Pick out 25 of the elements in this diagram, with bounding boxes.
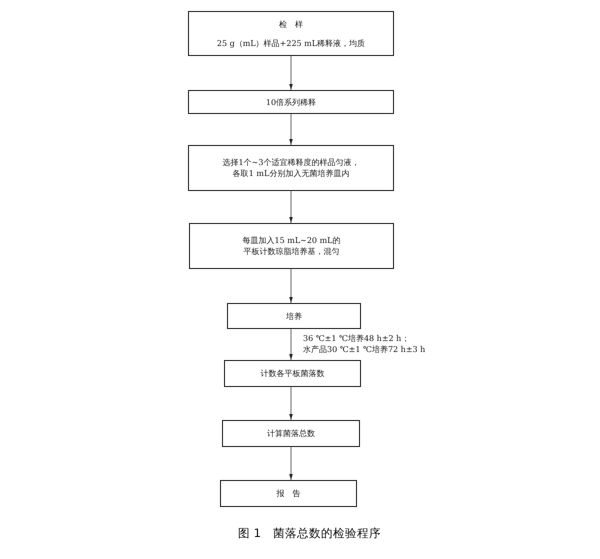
step-text: 25 g（mL）样品+225 mL稀释液，均质 — [216, 38, 366, 48]
arrow — [289, 114, 293, 146]
process-box — [227, 303, 361, 329]
process-box — [188, 90, 394, 114]
step-text: 计算菌落总数 — [267, 428, 315, 439]
process-box — [188, 145, 394, 191]
step-heading: 检 样 — [279, 18, 303, 30]
arrow — [289, 386, 293, 420]
arrow — [289, 56, 293, 90]
process-box — [220, 480, 357, 507]
step-text: 培养 — [286, 310, 302, 322]
step-text: 计数各平板菌落数 — [260, 368, 324, 379]
figure-caption: 图 1 菌落总数的检验程序 — [238, 526, 381, 540]
process-box — [224, 360, 361, 387]
step-text: 每皿加入15 mL~20 mL的平板计数琼脂培养基，混匀 — [242, 235, 342, 257]
process-box — [189, 223, 394, 269]
arrow — [289, 446, 293, 480]
step-text: 选择1个~3个适宜稀释度的样品匀液，各取1 mL分别加入无菌培养皿内 — [222, 157, 360, 179]
step-text: 10倍系列稀释 — [266, 96, 316, 108]
arrow — [289, 328, 293, 360]
process-box — [188, 11, 394, 56]
process-box — [222, 420, 360, 447]
arrow — [289, 268, 293, 304]
step-text: 报 告 — [276, 488, 300, 499]
arrow — [289, 190, 293, 224]
